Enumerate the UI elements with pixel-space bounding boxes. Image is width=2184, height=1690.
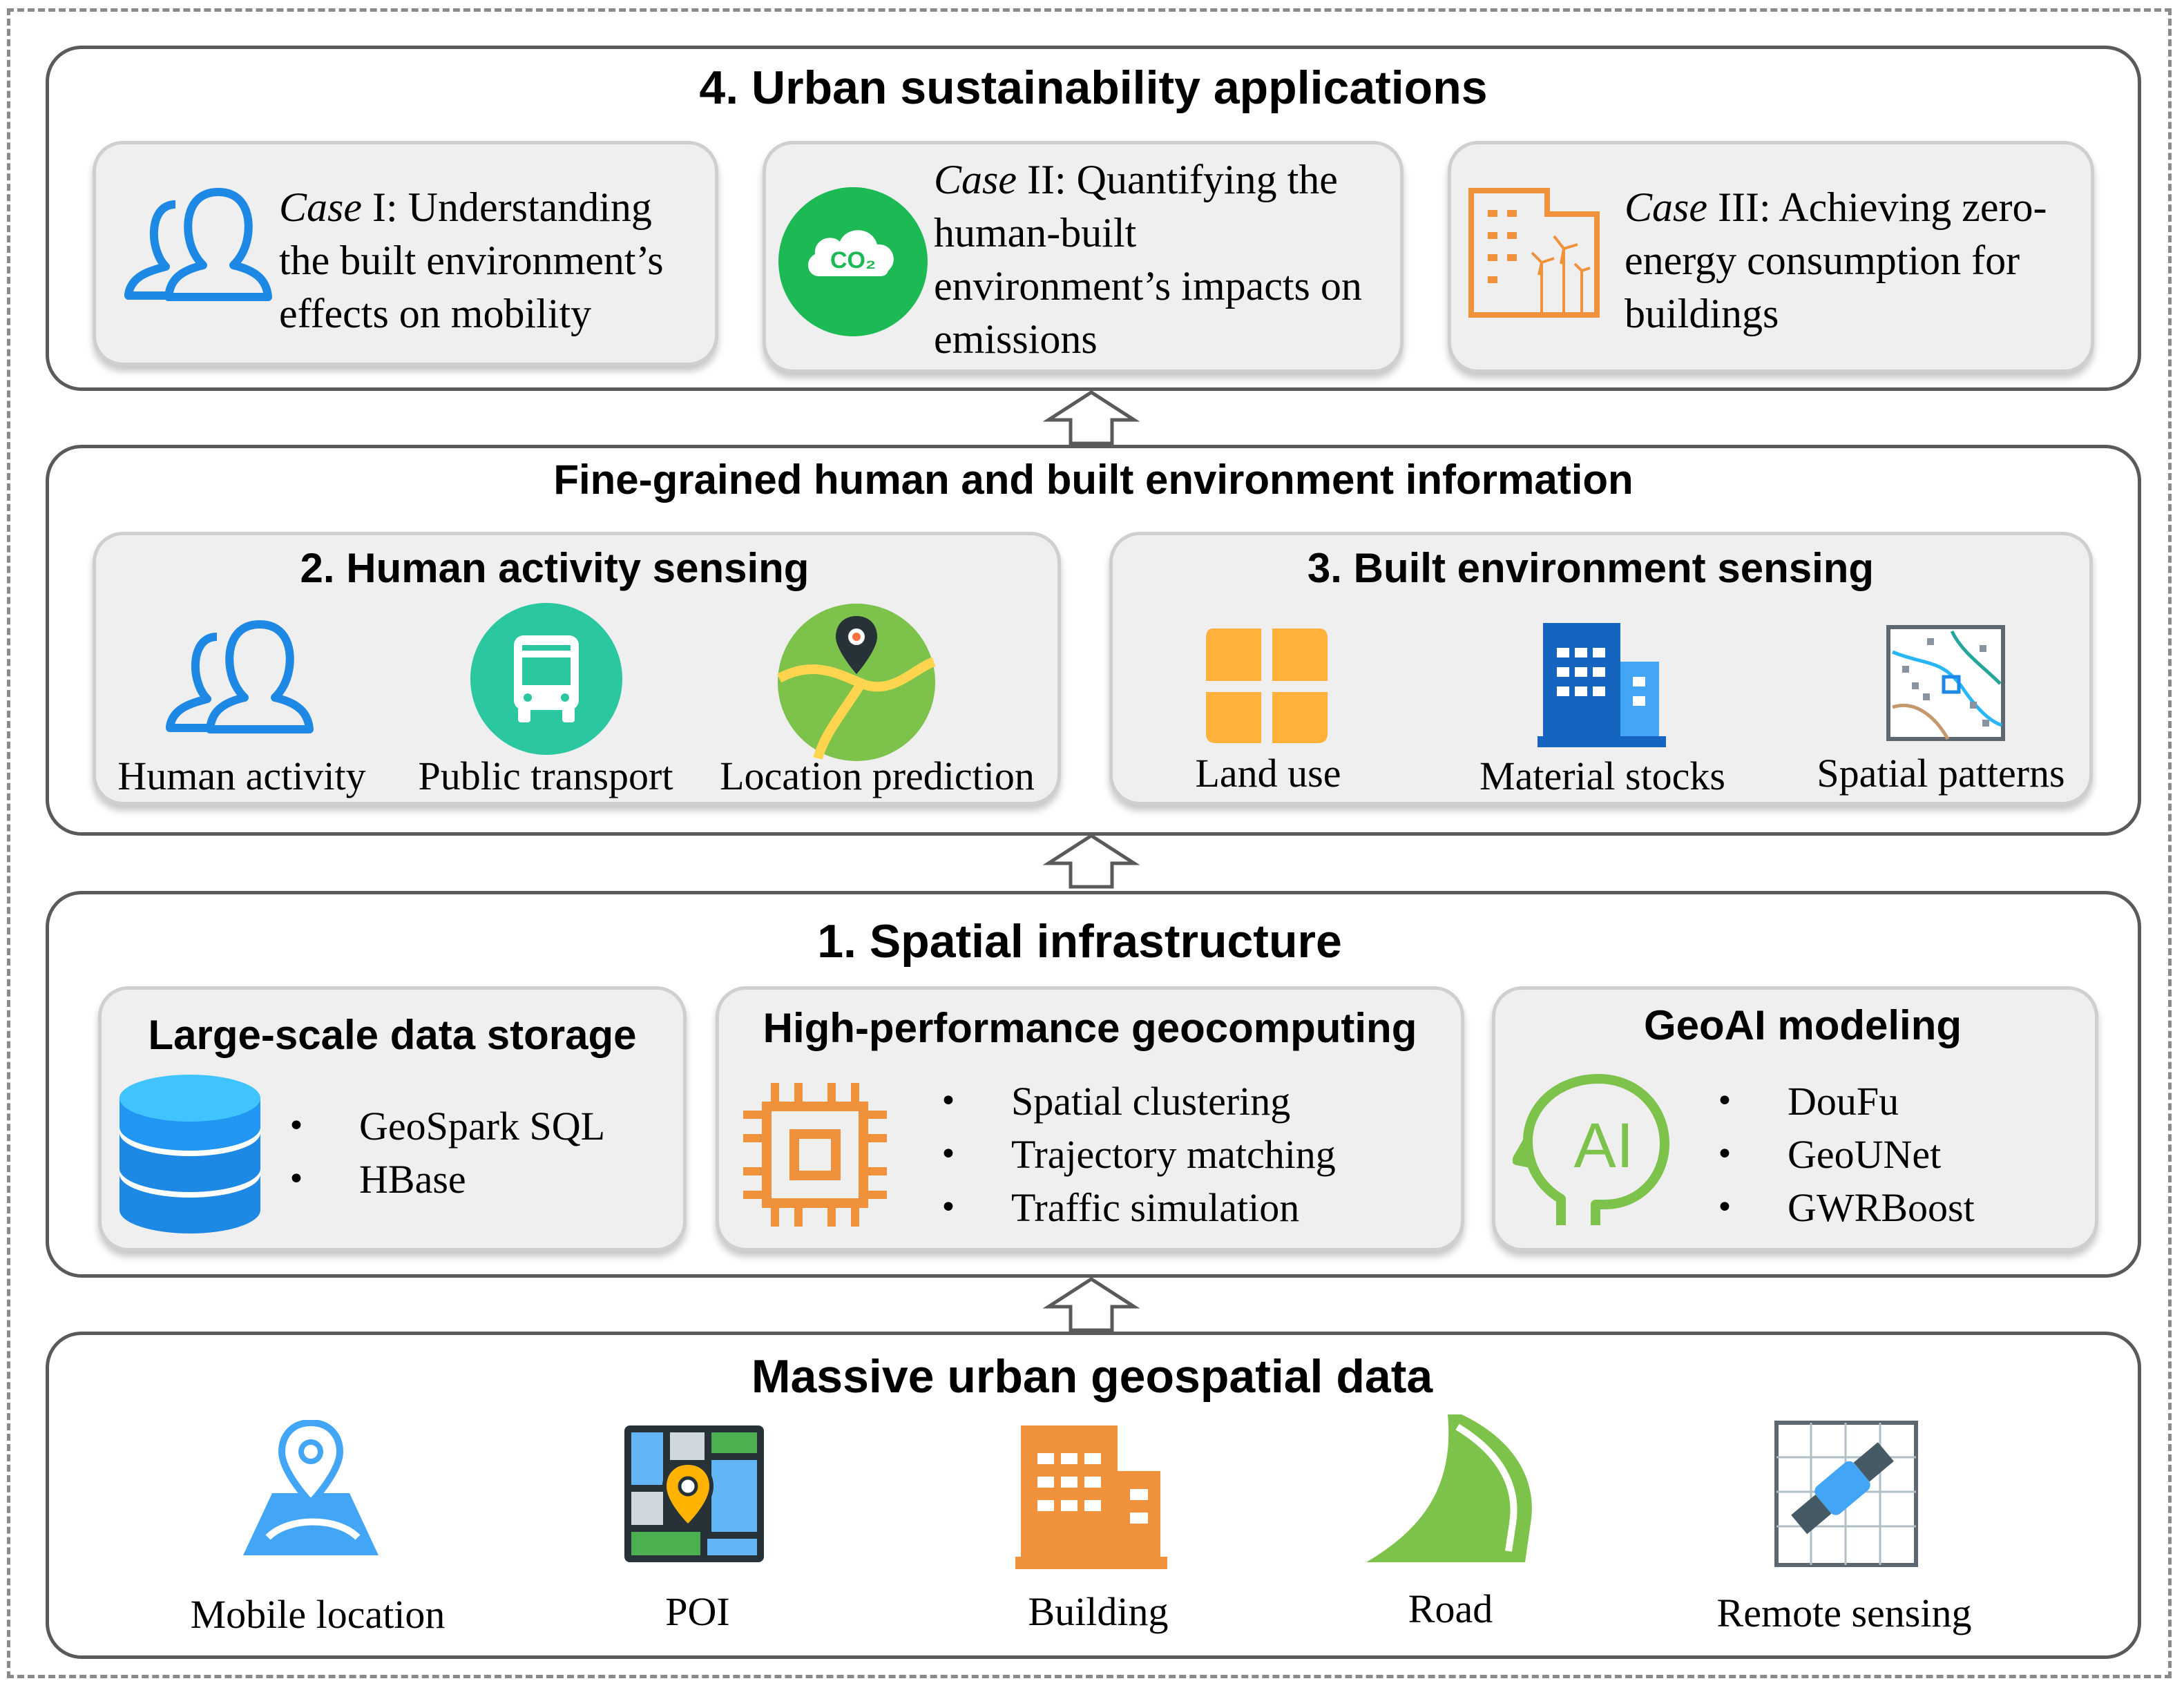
case-2-card	[763, 141, 1404, 373]
building-icon	[1015, 1425, 1167, 1569]
list-item: • Traffic simulation	[939, 1181, 1336, 1234]
road-icon	[1366, 1414, 1532, 1562]
spatial-infrastructure-title: 1. Spatial infrastructure	[817, 915, 1342, 968]
geounet-label: GeoUNet	[1788, 1132, 1942, 1177]
case-1-italic: Case	[279, 184, 362, 230]
arrow-up-to-infrastructure	[1043, 1277, 1140, 1332]
case-3-line-2: energy consumption for	[1625, 238, 2020, 283]
bullet-dot: •	[939, 1084, 957, 1119]
gwrboost-label: GWRBoost	[1788, 1185, 1975, 1230]
doufu-label: DouFu	[1788, 1079, 1899, 1124]
case-2-line-4: emissions	[934, 316, 1098, 362]
geoai-list: • DouFu • GeoUNet • GWRBoost	[1716, 1075, 1975, 1234]
spatial-clustering-label: Spatial clustering	[1011, 1079, 1291, 1124]
bus-icon	[470, 603, 622, 755]
geoai-title: GeoAI modeling	[1643, 1002, 1962, 1048]
people-icon	[124, 188, 272, 301]
case-1-text: Case I: Understanding the built environm…	[279, 181, 664, 340]
applications-title: 4. Urban sustainability applications	[699, 61, 1488, 114]
case-2-line-1: II: Quantifying the	[1017, 157, 1338, 202]
poi-map-icon	[624, 1425, 764, 1562]
geocomputing-list: • Spatial clustering • Trajectory matching…	[939, 1075, 1336, 1234]
remote-sensing-label: Remote sensing	[1716, 1591, 1972, 1635]
data-storage-list: • GeoSpark SQL • HBase	[287, 1100, 605, 1206]
material-stocks-label: Material stocks	[1479, 753, 1725, 798]
bullet-dot: •	[1716, 1190, 1734, 1225]
bullet-dot: •	[287, 1162, 305, 1197]
case-1-line-3: effects on mobility	[279, 291, 592, 336]
ai-icon-label: AI	[1574, 1111, 1634, 1181]
list-item: • HBase	[287, 1153, 605, 1206]
database-icon	[119, 1075, 260, 1233]
bullet-dot: •	[287, 1108, 305, 1144]
case-3-italic: Case	[1625, 184, 1707, 230]
geospark-sql-label: GeoSpark SQL	[359, 1104, 606, 1149]
material-stocks-icon	[1538, 623, 1666, 747]
zero-energy-building-icon	[1468, 188, 1600, 318]
case-2-line-2: human-built	[934, 210, 1137, 256]
location-prediction-label: Location prediction	[720, 753, 1035, 798]
list-item: • Spatial clustering	[939, 1075, 1336, 1128]
list-item: • DouFu	[1716, 1075, 1975, 1128]
mobile-location-icon	[243, 1420, 379, 1555]
built-environment-sensing-title: 3. Built environment sensing	[1307, 545, 1875, 591]
land-use-label: Land use	[1195, 751, 1341, 796]
land-use-icon	[1206, 628, 1328, 743]
list-item: • GeoUNet	[1716, 1128, 1975, 1181]
arrow-up-to-fine-grained	[1043, 834, 1140, 889]
co2-icon-label: CO₂	[830, 247, 876, 273]
case-1-line-1: I: Understanding	[362, 184, 652, 230]
bullet-dot: •	[939, 1190, 957, 1225]
human-activity-sensing-title: 2. Human activity sensing	[300, 545, 810, 591]
mobile-location-label: Mobile location	[190, 1592, 446, 1637]
human-activity-icon	[166, 620, 314, 733]
data-storage-title: Large-scale data storage	[148, 1012, 637, 1058]
arrow-up-to-applications	[1043, 390, 1140, 445]
case-3-line-3: buildings	[1625, 291, 1779, 336]
spatial-patterns-label: Spatial patterns	[1817, 751, 2065, 796]
hbase-label: HBase	[359, 1157, 466, 1202]
fine-grained-title: Fine-grained human and built environment…	[553, 457, 1634, 503]
poi-label: POI	[665, 1589, 730, 1634]
human-activity-label: Human activity	[117, 753, 366, 798]
case-1-line-2: the built environment’s	[279, 238, 664, 283]
outer-dashed-frame	[7, 8, 2172, 1678]
building-label: Building	[1028, 1589, 1169, 1634]
case-3-text: Case III: Achieving zero- energy consump…	[1625, 181, 2047, 340]
satellite-remote-sensing-icon	[1774, 1421, 1918, 1567]
bullet-dot: •	[1716, 1084, 1734, 1119]
case-2-text: Case II: Quantifying the human-built env…	[934, 153, 1362, 366]
location-prediction-map-icon	[776, 604, 936, 761]
list-item: • GeoSpark SQL	[287, 1100, 605, 1153]
road-label: Road	[1408, 1586, 1493, 1631]
bullet-dot: •	[939, 1137, 957, 1172]
case-2-italic: Case	[934, 157, 1017, 202]
case-2-line-3: environment’s impacts on	[934, 263, 1362, 309]
list-item: • Trajectory matching	[939, 1128, 1336, 1181]
spatial-patterns-icon	[1886, 625, 2005, 741]
ai-head-icon: AI	[1513, 1074, 1669, 1225]
case-3-card	[1448, 141, 2094, 373]
bullet-dot: •	[1716, 1137, 1734, 1172]
processor-chip-icon	[743, 1083, 887, 1227]
trajectory-matching-label: Trajectory matching	[1011, 1132, 1336, 1177]
public-transport-label: Public transport	[418, 753, 673, 798]
list-item: • GWRBoost	[1716, 1181, 1975, 1234]
case-3-line-1: III: Achieving zero-	[1707, 184, 2047, 230]
co2-emission-icon: CO₂	[778, 187, 928, 336]
traffic-simulation-label: Traffic simulation	[1011, 1185, 1300, 1230]
geospatial-data-title: Massive urban geospatial data	[751, 1350, 1433, 1403]
geocomputing-title: High-performance geocomputing	[763, 1005, 1417, 1051]
